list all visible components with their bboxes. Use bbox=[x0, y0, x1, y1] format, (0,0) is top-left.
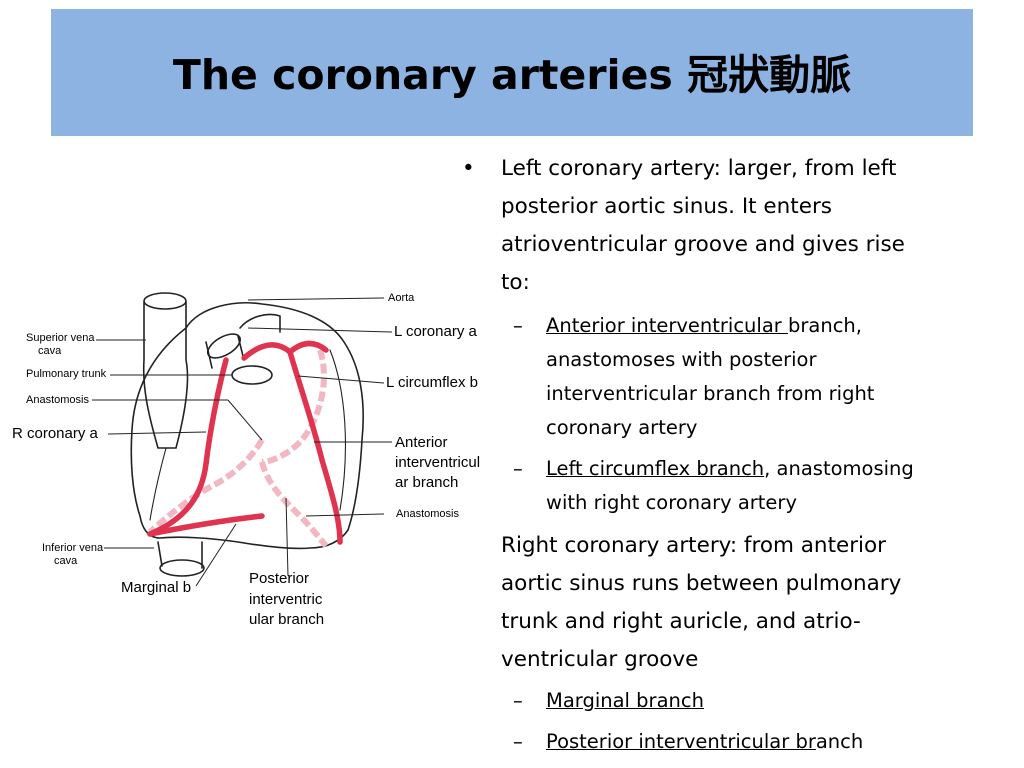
label-posterior-iv-1: Posterior bbox=[249, 570, 310, 587]
dash-glyph: – bbox=[513, 457, 523, 480]
label-anastomosis-right: Anastomosis bbox=[396, 508, 459, 520]
label-superior-vena-cava-2: cava bbox=[38, 345, 62, 357]
aorta-opening bbox=[206, 333, 242, 359]
right-coronary-artery bbox=[147, 357, 229, 537]
sub-anterior-line-4: coronary artery bbox=[546, 416, 698, 439]
label-inferior-vena-cava-2: cava bbox=[54, 555, 78, 567]
sub-anterior-line-2: anastomoses with posterior bbox=[546, 348, 817, 371]
label-posterior-iv-2: interventric bbox=[249, 591, 323, 608]
left-line-2: posterior aortic sinus. It enters bbox=[501, 194, 832, 219]
ivc-opening bbox=[159, 559, 205, 577]
label-anterior-iv-1: Anterior bbox=[395, 434, 448, 451]
sub-marginal: Marginal branch bbox=[546, 684, 704, 718]
label-pulmonary-trunk: Pulmonary trunk bbox=[26, 368, 107, 380]
heart-illustration bbox=[92, 292, 393, 587]
anterior-iv-link: Anterior interventricular bbox=[546, 314, 788, 337]
label-l-coronary: L coronary a bbox=[394, 323, 477, 340]
right-line-2: aortic sinus runs between pulmonary bbox=[501, 571, 902, 596]
label-anastomosis-left: Anastomosis bbox=[26, 394, 89, 406]
circumflex-branch bbox=[287, 340, 329, 355]
inferior-vena-cava bbox=[157, 541, 203, 569]
heart-outline bbox=[130, 302, 364, 550]
sub-circumflex-line-2: with right coronary artery bbox=[546, 491, 797, 514]
label-inferior-vena-cava-1: Inferior vena bbox=[42, 542, 104, 554]
label-l-circumflex: L circumflex b bbox=[386, 374, 478, 391]
marginal-link: Marginal branch bbox=[546, 689, 704, 712]
label-superior-vena-cava-1: Superior vena bbox=[26, 332, 95, 344]
label-aorta: Aorta bbox=[388, 292, 415, 304]
slide-title: The coronary arteries 冠狀動脈 bbox=[172, 51, 852, 99]
dash-glyph: – bbox=[513, 730, 523, 753]
posterior-iv-link: Posterior interventricular br bbox=[546, 730, 816, 753]
right-line-1: Right coronary artery: from anterior bbox=[501, 533, 887, 558]
sub-circumflex-line-1: Left circumflex branch, anastomosing bbox=[546, 457, 914, 480]
sub-anterior-line-1: Anterior interventricular branch, bbox=[546, 314, 862, 337]
label-posterior-iv-3: ular branch bbox=[249, 611, 325, 628]
label-anterior-iv-3: ar branch bbox=[395, 474, 459, 491]
dash-glyph: – bbox=[513, 689, 523, 712]
left-line-4: to: bbox=[501, 270, 530, 295]
bullet-glyph: • bbox=[462, 156, 475, 181]
marginal-branch bbox=[147, 513, 265, 537]
label-marginal: Marginal b bbox=[121, 579, 192, 596]
right-line-4: ventricular groove bbox=[501, 647, 699, 672]
dash-glyph: – bbox=[513, 314, 523, 337]
title-bar: The coronary arteries 冠狀動脈 bbox=[51, 9, 973, 136]
heart-diagram: Aorta Superior vena cava Pulmonary trunk… bbox=[0, 280, 500, 628]
svc-opening bbox=[143, 292, 187, 310]
left-line-1: Left coronary artery: larger, from left bbox=[501, 156, 897, 181]
label-r-coronary: R coronary a bbox=[12, 425, 98, 442]
sub-anterior-line-3: interventricular branch from right bbox=[546, 382, 875, 405]
left-line-3: atrioventricular groove and gives rise bbox=[501, 232, 905, 257]
sub-posterior-iv: Posterior interventricular branch bbox=[546, 730, 864, 753]
superior-vena-cava bbox=[142, 301, 189, 449]
left-coronary-artery bbox=[241, 342, 343, 545]
pulmonary-opening bbox=[231, 365, 273, 385]
right-line-3: trunk and right auricle, and atrio- bbox=[501, 609, 861, 634]
circumflex-link: Left circumflex branch bbox=[546, 457, 765, 480]
label-anterior-iv-2: interventricul bbox=[395, 454, 481, 471]
